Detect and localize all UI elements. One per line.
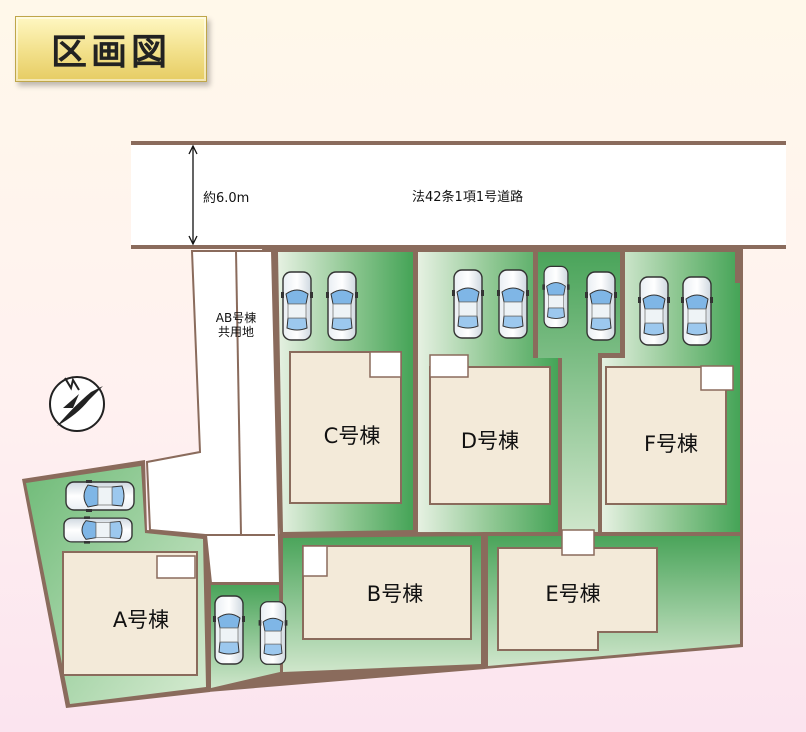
- house-d: [429, 354, 551, 505]
- car-icon: [65, 479, 135, 513]
- car-icon: [63, 515, 133, 545]
- house-label-b: B号棟: [367, 582, 423, 606]
- car-icon: [637, 276, 671, 346]
- shared-land-label-1: AB号棟: [216, 310, 256, 325]
- house-label-f: F号棟: [644, 432, 698, 456]
- road: [131, 141, 786, 249]
- car-icon: [257, 601, 289, 665]
- car-icon: [212, 595, 246, 665]
- plan-title: 区画図: [50, 31, 171, 73]
- car-icon: [325, 271, 359, 341]
- car-icon: [541, 265, 571, 329]
- house-b: [302, 545, 472, 640]
- house-label-c: C号棟: [324, 424, 381, 448]
- house-c: [289, 351, 402, 504]
- car-icon: [680, 276, 714, 346]
- road-width-dimension: [188, 144, 198, 246]
- house-e: [497, 529, 658, 651]
- house-f: [605, 365, 734, 505]
- road-name-label: 法42条1項1号道路: [412, 189, 523, 205]
- car-icon: [280, 271, 314, 341]
- car-icon: [584, 271, 618, 341]
- house-a: [62, 551, 198, 676]
- road-width-label: 約6.0m: [203, 191, 249, 206]
- north-arrow-icon: [49, 376, 105, 432]
- shared-land-label-2: 共用地: [218, 325, 254, 339]
- car-icon: [496, 269, 530, 339]
- house-label-a: A号棟: [113, 608, 169, 632]
- plan-title-plate: 区画図: [15, 16, 207, 82]
- house-label-e: E号棟: [545, 582, 600, 606]
- house-label-d: D号棟: [461, 429, 519, 453]
- shared-land: [145, 250, 282, 584]
- car-icon: [451, 269, 485, 339]
